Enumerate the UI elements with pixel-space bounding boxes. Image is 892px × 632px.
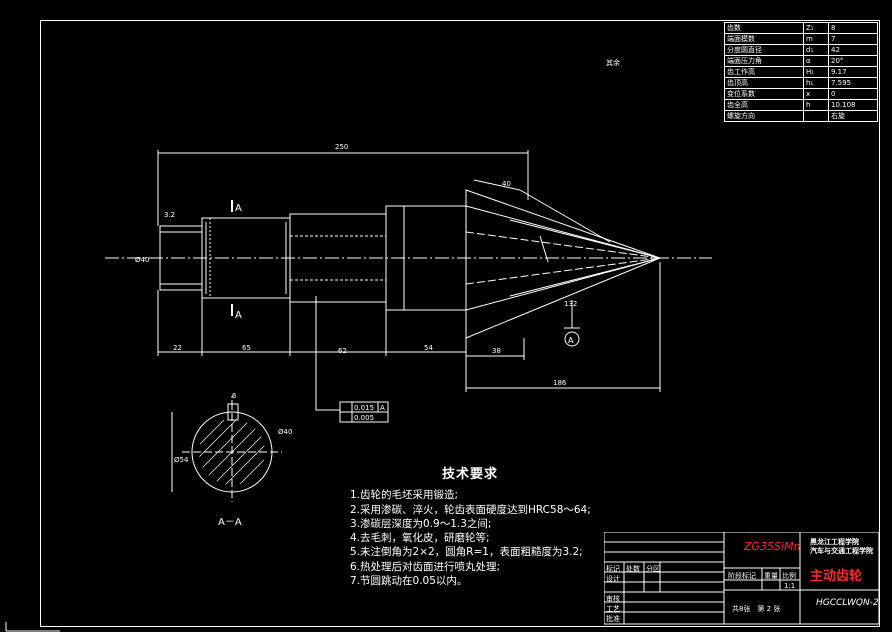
tb-label-design: 设计 — [606, 575, 620, 583]
dim-overall: 250 — [335, 143, 348, 151]
tech-item: 7.节圆跳动在0.05以内。 — [350, 575, 468, 588]
datum-label: A — [568, 336, 574, 345]
dim-seg4: 54 — [424, 344, 433, 352]
tech-item: 2.采用渗碳、淬火，轮齿表面硬度达到HRC58～64; — [350, 503, 591, 516]
drawing-border — [40, 20, 880, 627]
tb-label-scale: 比例 — [782, 572, 796, 580]
dim-section-dia: Ø40 — [278, 428, 292, 436]
tb-label-stage: 阶段标记 — [728, 572, 756, 580]
dim-section-height: Ø54 — [174, 456, 189, 464]
tech-items: 1.齿轮的毛坯采用锻造;2.采用渗碳、淬火，轮齿表面硬度达到HRC58～64;3… — [350, 488, 620, 588]
school-line-2: 汽车与交通工程学院 — [810, 547, 873, 555]
dim-seg6: 186 — [553, 379, 567, 387]
dim-seg3: 62 — [338, 347, 347, 355]
tb-scale-value: 1:1 — [784, 582, 796, 590]
dim-seg5: 38 — [492, 347, 501, 355]
title-block: ZG35SiMn 黑龙江工程学院 汽车与交通工程学院 主动齿轮 HGCCLWQN… — [604, 532, 880, 625]
technical-requirements: 技术要求 1.齿轮的毛坯采用锻造;2.采用渗碳、淬火，轮齿表面硬度达到HRC58… — [350, 467, 620, 588]
drawing-number: HGCCLWQN-2 — [816, 598, 879, 608]
tech-item: 3.渗碳层深度为0.9～1.3之间; — [350, 517, 492, 530]
material-label: ZG35SiMn — [744, 540, 801, 553]
tb-label-zone: 分区 — [646, 565, 660, 573]
tb-label-approve: 批准 — [606, 615, 620, 623]
tb-label-process: 工艺 — [606, 605, 620, 613]
school-name: 黑龙江工程学院 汽车与交通工程学院 — [810, 538, 873, 556]
surface-finish: 3.2 — [164, 211, 175, 219]
dim-seg2: 65 — [242, 344, 251, 352]
section-title: A－A — [218, 517, 242, 528]
fcf-value-1: 0.015 — [354, 404, 374, 412]
tb-label-mark: 标记 — [606, 565, 620, 573]
ucs-icon — [5, 622, 60, 632]
tech-item: 4.去毛刺，氧化皮，研磨轮等; — [350, 532, 490, 545]
roughness-note-text: 其余 — [606, 59, 620, 67]
tech-item: 5.未注倒角为2×2，圆角R=1，表面粗糙度为3.2; — [350, 546, 583, 559]
roughness-note: 其余 — [606, 58, 620, 68]
fcf-ref-1: A — [380, 404, 385, 412]
datum-circle — [564, 331, 580, 347]
tb-label-count: 处数 — [626, 565, 640, 573]
tech-item: 1.齿轮的毛坯采用锻造; — [350, 489, 459, 502]
dim-left-dia: Ø40 — [135, 256, 149, 264]
tech-title: 技术要求 — [442, 467, 499, 482]
dim-section-width: 6 — [232, 392, 237, 400]
param-row: 螺旋方向右旋 — [724, 110, 878, 122]
dim-cone-len: 132 — [564, 300, 577, 308]
fcf-value-2: 0.005 — [354, 414, 374, 422]
tb-label-check: 审核 — [606, 595, 620, 603]
school-line-1: 黑龙江工程学院 — [810, 538, 859, 546]
tech-item: 6.热处理后对齿面进行喷丸处理; — [350, 560, 501, 573]
title-block-grid — [604, 532, 880, 625]
section-mark-top: A — [235, 203, 242, 214]
param-val: 右旋 — [828, 110, 878, 122]
part-name: 主动齿轮 — [810, 569, 863, 584]
dim-seg1: 22 — [173, 344, 182, 352]
tb-label-weight: 重量 — [764, 572, 778, 580]
bevel-gear-head — [465, 189, 662, 339]
section-mark-bottom: A — [235, 310, 242, 321]
tb-sheet-info: 共8张 第 2 张 — [732, 605, 781, 613]
dim-angle-top: 40 — [502, 180, 511, 188]
